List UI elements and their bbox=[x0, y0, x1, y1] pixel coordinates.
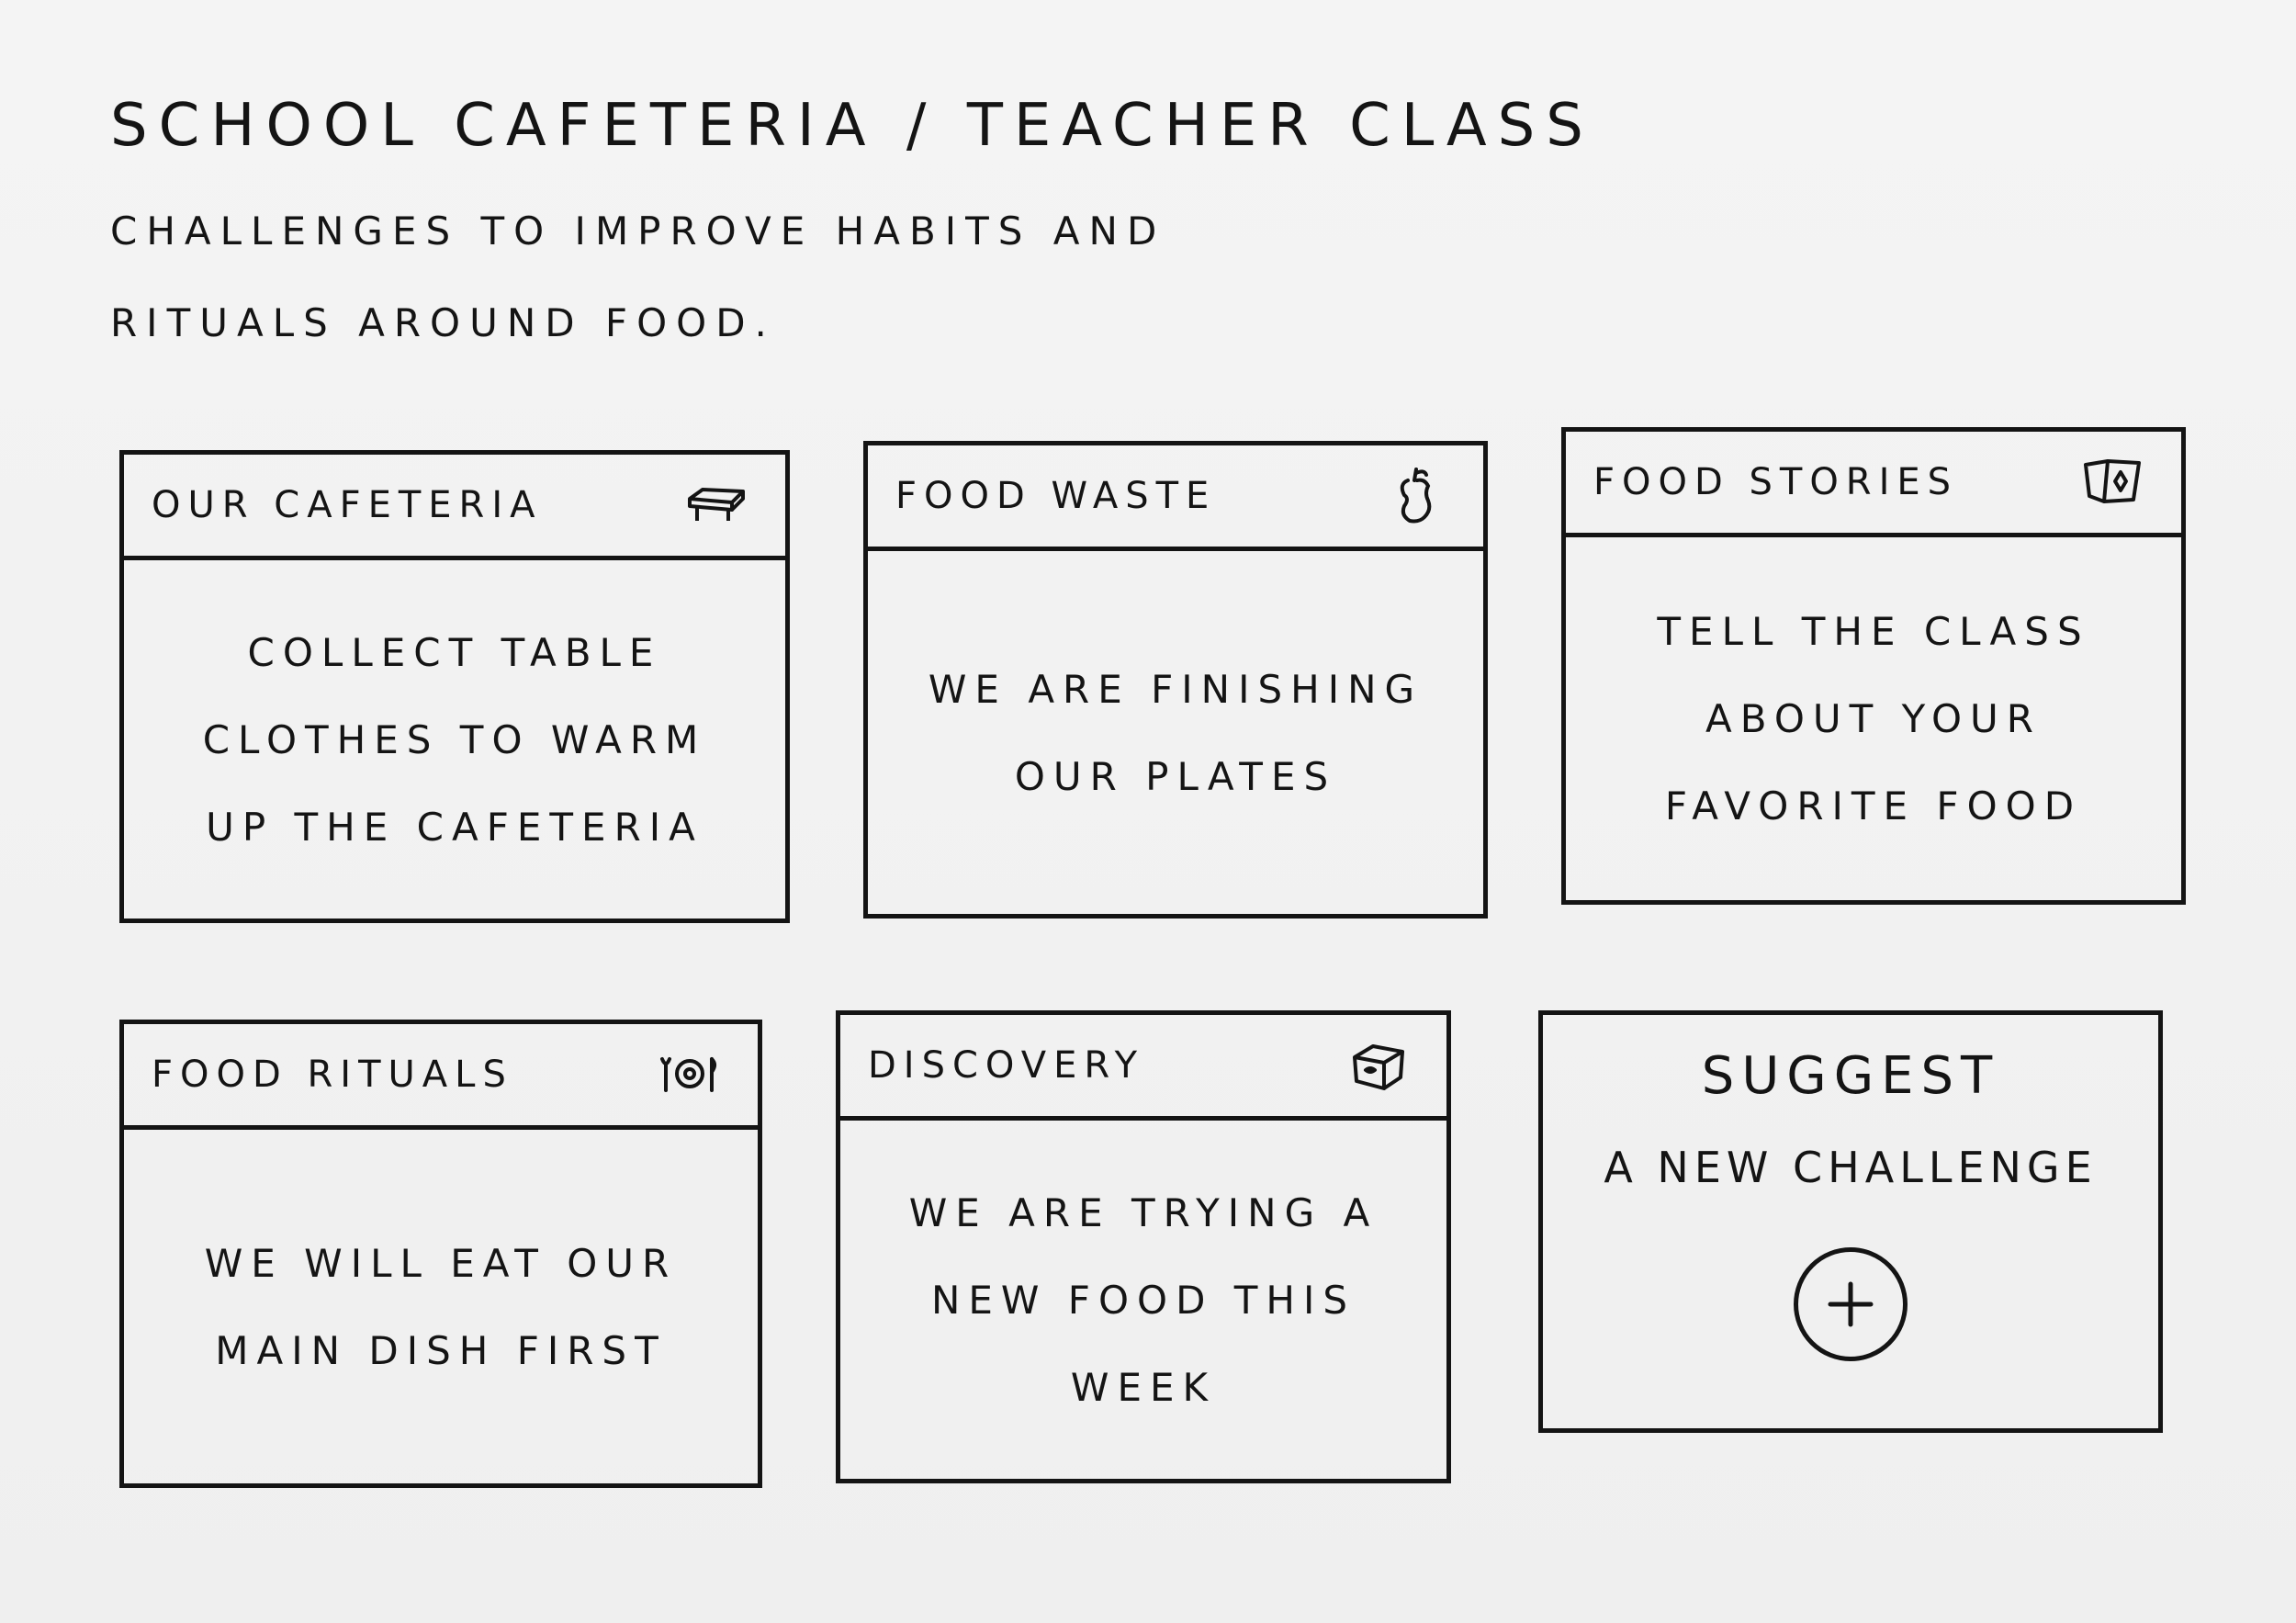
card-title: OUR CAFETERIA bbox=[152, 484, 543, 526]
challenge-card-food-waste[interactable]: FOOD WASTE WE ARE FINISHING OUR PLATES bbox=[863, 441, 1488, 919]
treasure-box-icon bbox=[1345, 1033, 1410, 1098]
card-title: FOOD WASTE bbox=[895, 475, 1217, 517]
card-header: FOOD WASTE bbox=[868, 445, 1483, 551]
card-description: WE WILL EAT OUR MAIN DISH FIRST bbox=[204, 1240, 678, 1373]
add-challenge-button[interactable] bbox=[1794, 1246, 1908, 1361]
suggest-body: SUGGEST A NEW CHALLENGE bbox=[1543, 1015, 2158, 1428]
page-title: SCHOOL CAFETERIA / TEACHER CLASS bbox=[110, 92, 1594, 160]
page-heading: SCHOOL CAFETERIA / TEACHER CLASS CHALLEN… bbox=[110, 92, 1594, 369]
table-icon bbox=[684, 473, 748, 537]
card-body: WE ARE TRYING A NEW FOOD THIS WEEK bbox=[840, 1121, 1446, 1479]
card-body: TELL THE CLASS ABOUT YOUR FAVORITE FOOD bbox=[1566, 537, 2181, 900]
page-subtitle: CHALLENGES TO IMPROVE HABITS AND RITUALS… bbox=[110, 209, 1166, 345]
card-description: WE ARE FINISHING OUR PLATES bbox=[928, 666, 1424, 799]
challenge-card-food-stories[interactable]: FOOD STORIES TELL THE CLASS ABOUT YOUR F… bbox=[1561, 427, 2186, 905]
card-header: FOOD STORIES bbox=[1566, 432, 2181, 537]
card-title: DISCOVERY bbox=[868, 1044, 1145, 1087]
suggest-challenge-card[interactable]: SUGGEST A NEW CHALLENGE bbox=[1538, 1010, 2163, 1433]
card-description: TELL THE CLASS ABOUT YOUR FAVORITE FOOD bbox=[1657, 609, 2090, 828]
plate-cutlery-icon bbox=[657, 1043, 721, 1107]
challenge-card-discovery[interactable]: DISCOVERY WE ARE TRYING A NEW FOOD THIS … bbox=[836, 1010, 1451, 1483]
card-header: FOOD RITUALS bbox=[124, 1024, 758, 1130]
card-title: FOOD RITUALS bbox=[152, 1054, 513, 1096]
card-description: WE ARE TRYING A NEW FOOD THIS WEEK bbox=[908, 1189, 1379, 1410]
card-title: FOOD STORIES bbox=[1593, 461, 1959, 503]
book-icon bbox=[2080, 450, 2144, 514]
challenge-card-food-rituals[interactable]: FOOD RITUALS WE WILL EAT OUR MAIN DISH F… bbox=[119, 1020, 762, 1488]
card-body: WE WILL EAT OUR MAIN DISH FIRST bbox=[124, 1130, 758, 1483]
apple-core-icon bbox=[1382, 464, 1446, 528]
plus-icon bbox=[1828, 1281, 1874, 1326]
challenge-card-our-cafeteria[interactable]: OUR CAFETERIA COLLECT TABLE CLOTHES TO W… bbox=[119, 450, 790, 923]
card-header: OUR CAFETERIA bbox=[124, 455, 785, 560]
card-header: DISCOVERY bbox=[840, 1015, 1446, 1121]
suggest-subtitle: A NEW CHALLENGE bbox=[1604, 1142, 2098, 1192]
card-description: COLLECT TABLE CLOTHES TO WARM UP THE CAF… bbox=[202, 629, 707, 850]
suggest-title: SUGGEST bbox=[1701, 1045, 2000, 1106]
card-body: COLLECT TABLE CLOTHES TO WARM UP THE CAF… bbox=[124, 560, 785, 919]
card-body: WE ARE FINISHING OUR PLATES bbox=[868, 551, 1483, 914]
